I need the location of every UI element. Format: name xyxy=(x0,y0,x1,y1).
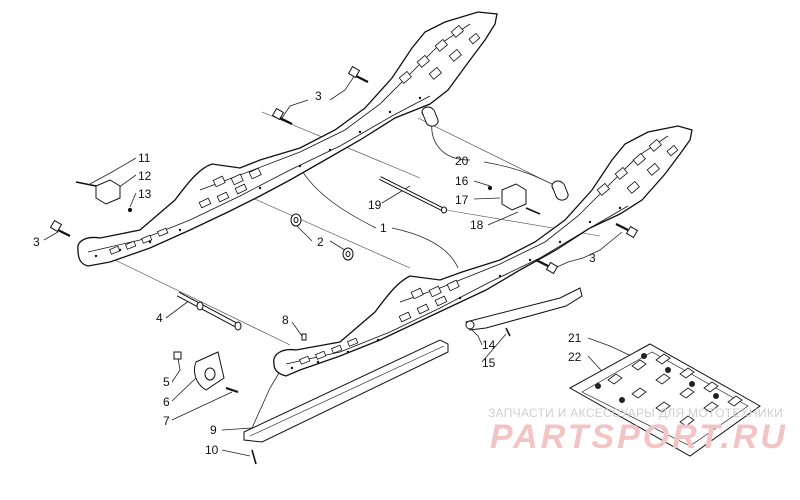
watermark-logo: PARTSPORT.RU xyxy=(490,418,788,456)
cross-shaft-19 xyxy=(379,176,447,214)
callout-14: 14 xyxy=(482,338,496,352)
callout-3-left: 3 xyxy=(33,235,40,249)
callout-2: 2 xyxy=(317,235,324,249)
spacer-b xyxy=(551,180,569,201)
watermark-tagline: ЗАПЧАСТИ И АКСЕССУАРЫ ДЛЯ МОТОТЕХНИКИ xyxy=(488,406,784,420)
stopper-block-left xyxy=(75,179,133,213)
track-section xyxy=(568,343,761,457)
slide-plate-14 xyxy=(465,287,583,337)
callout-17: 17 xyxy=(455,193,469,207)
callout-22: 22 xyxy=(568,350,582,364)
wear-strip-9 xyxy=(243,339,449,443)
callout-13: 13 xyxy=(138,187,152,201)
left-rail xyxy=(77,11,498,267)
stopper-block-right xyxy=(487,183,541,215)
callout-8: 8 xyxy=(282,313,289,327)
bolt-right-b xyxy=(535,259,559,275)
hardware xyxy=(49,65,761,465)
bolt-top-b xyxy=(271,107,293,125)
screw-10 xyxy=(251,449,257,465)
spacer-a xyxy=(421,106,439,127)
callout-10: 10 xyxy=(205,443,219,457)
callout-3-right: 3 xyxy=(589,251,596,265)
callout-5: 5 xyxy=(163,375,170,389)
bolt-right-a xyxy=(615,223,639,239)
callout-3-top: 3 xyxy=(315,89,322,103)
callout-4: 4 xyxy=(156,311,163,325)
callout-7: 7 xyxy=(163,414,170,428)
washer-a xyxy=(290,213,302,227)
washer-b xyxy=(342,247,354,261)
callout-labels: 1 2 3 3 3 4 5 6 7 8 9 10 11 12 13 14 15 … xyxy=(33,89,596,457)
callout-21: 21 xyxy=(568,331,582,345)
callout-18: 18 xyxy=(470,218,484,232)
callout-6: 6 xyxy=(163,395,170,409)
pin-8 xyxy=(301,333,307,341)
callout-16: 16 xyxy=(455,174,469,188)
callout-20: 20 xyxy=(455,154,469,168)
bolt-left xyxy=(49,219,71,237)
bolt-top-a xyxy=(347,65,369,83)
callout-15: 15 xyxy=(482,356,496,370)
cross-shaft-4 xyxy=(176,291,242,331)
callout-12: 12 xyxy=(138,169,152,183)
callout-1: 1 xyxy=(380,221,387,235)
callout-19: 19 xyxy=(368,198,382,212)
right-rail xyxy=(273,125,693,377)
callout-9: 9 xyxy=(210,423,217,437)
callout-11: 11 xyxy=(138,151,151,165)
bogie-bracket xyxy=(173,351,239,393)
